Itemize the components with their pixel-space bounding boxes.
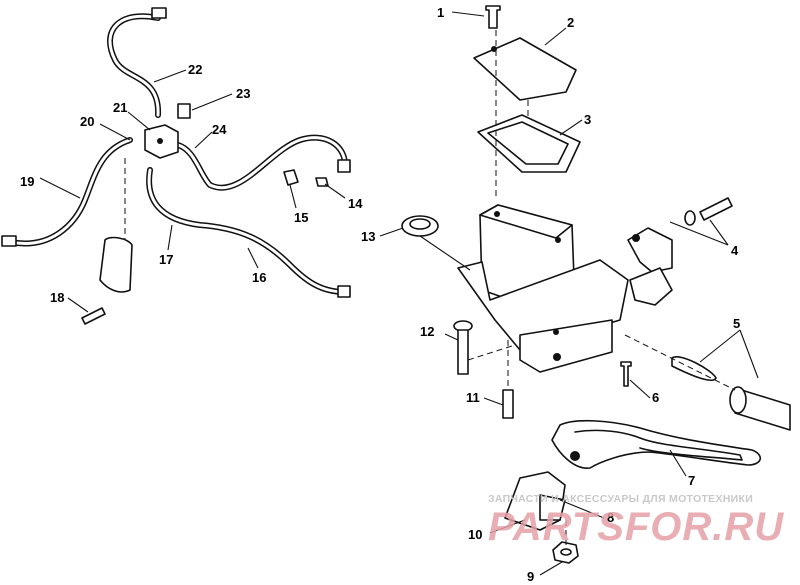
- part-15-cap: [283, 169, 299, 186]
- callout-22: 22: [188, 62, 202, 77]
- hose-assembly: [1, 7, 351, 325]
- callout-24: 24: [212, 122, 227, 137]
- hose-16-fitting: [337, 285, 351, 298]
- callout-12: 12: [420, 324, 434, 339]
- hose-24-fitting: [337, 159, 351, 173]
- bolt-18: [81, 307, 106, 325]
- callout-7: 7: [688, 473, 695, 488]
- callout-1: 1: [437, 5, 444, 20]
- clamp-washer: [684, 210, 696, 226]
- callout-2: 2: [567, 15, 574, 30]
- callout-17: 17: [159, 252, 173, 267]
- callout-14: 14: [348, 196, 363, 211]
- callout-20: 20: [80, 114, 94, 129]
- callout-13: 13: [361, 229, 375, 244]
- callout-5: 5: [733, 316, 740, 331]
- mount-bracket: [99, 236, 133, 293]
- callout-4: 4: [731, 243, 739, 258]
- piston-spring: [671, 356, 717, 381]
- callout-9: 9: [527, 569, 534, 584]
- callout-10: 10: [468, 527, 482, 542]
- reservoir-cover: [473, 37, 577, 101]
- watermark-tagline: ЗАПЧАСТИ И АКСЕССУАРЫ ДЛЯ МОТОТЕХНИКИ: [488, 493, 753, 505]
- watermark-brand: PARTSFOR.RU: [488, 505, 784, 549]
- master-cylinder-assembly: [401, 5, 791, 564]
- callout-23: 23: [236, 86, 250, 101]
- callout-21: 21: [113, 100, 127, 115]
- pivot-pin: [620, 361, 632, 387]
- leader-lines: [39, 11, 759, 576]
- callout-18: 18: [50, 290, 64, 305]
- callout-3: 3: [584, 112, 591, 127]
- watermark: ЗАПЧАСТИ И АКСЕССУАРЫ ДЛЯ МОТОТЕХНИКИ PA…: [488, 493, 784, 549]
- callout-11: 11: [466, 390, 480, 405]
- clamp-screw: [699, 197, 733, 221]
- hose-19-fitting: [1, 235, 17, 247]
- callout-labels: 1 2 3 4 5 6 7 8 9 10 11 12 13 14 15 16 1…: [20, 5, 740, 584]
- bolt-12: [457, 329, 469, 375]
- callout-16: 16: [252, 270, 266, 285]
- screw-1: [485, 5, 501, 29]
- bleeder-valve: [177, 103, 191, 119]
- callout-8: 8: [607, 510, 614, 525]
- hose-22-fitting: [151, 7, 167, 19]
- callout-15: 15: [294, 210, 308, 225]
- callout-19: 19: [20, 174, 34, 189]
- callout-6: 6: [652, 390, 659, 405]
- bolt-11: [502, 389, 514, 419]
